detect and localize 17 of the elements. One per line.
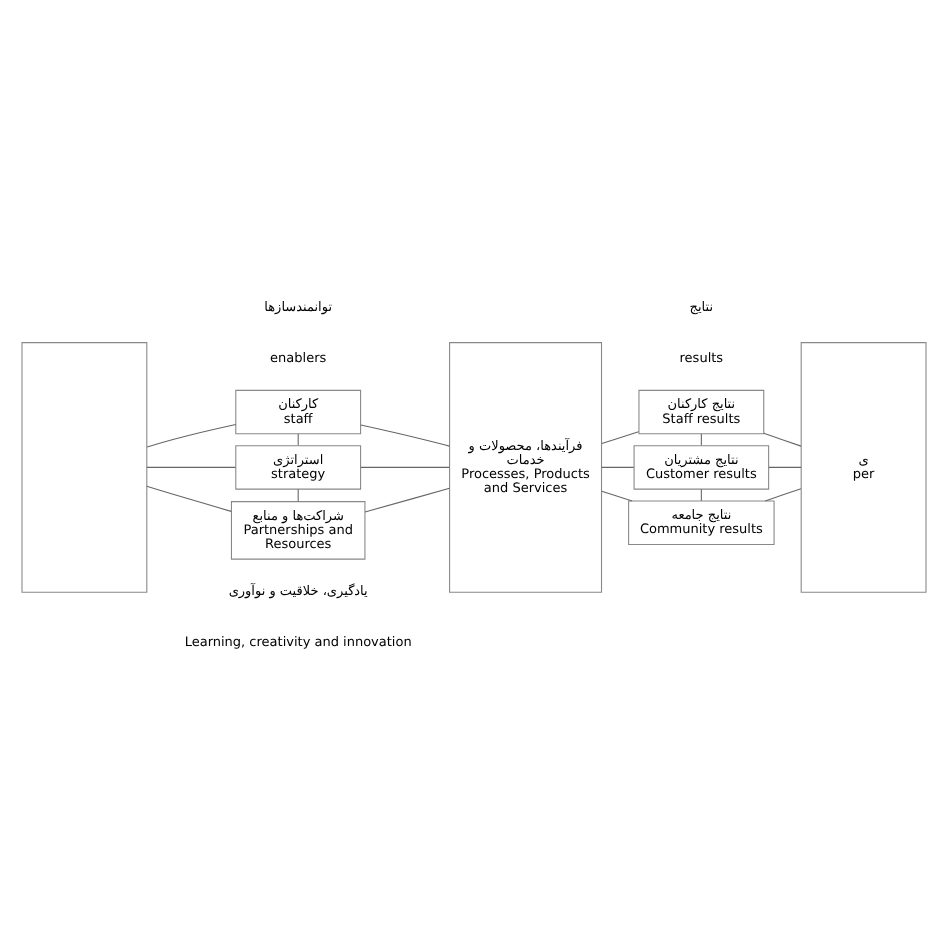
- connector: [360, 465, 450, 467]
- connector: [601, 430, 640, 443]
- connector: [700, 432, 702, 445]
- node-box: [21, 341, 148, 592]
- connector: [297, 432, 299, 445]
- connector: [297, 487, 299, 501]
- connector: [360, 423, 450, 446]
- connector: [146, 465, 236, 467]
- connector: [768, 465, 802, 467]
- connector: [146, 422, 237, 447]
- connector: [601, 489, 633, 501]
- connector: [764, 487, 802, 501]
- connector: [601, 465, 635, 467]
- connector: [146, 484, 232, 511]
- connector: [700, 487, 702, 501]
- connector: [364, 486, 451, 512]
- connector: [763, 431, 802, 446]
